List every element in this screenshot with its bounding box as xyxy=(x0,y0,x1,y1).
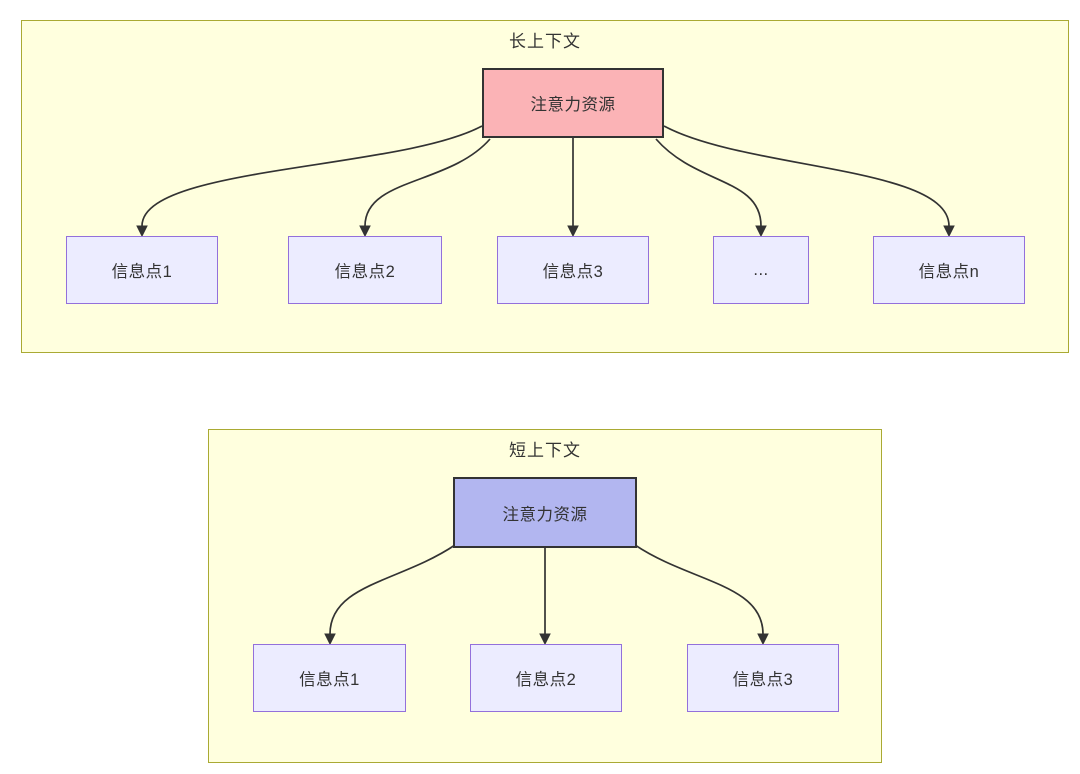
info-node-long-3: 信息点3 xyxy=(497,236,649,304)
attention-node-long: 注意力资源 xyxy=(482,68,664,138)
info-node-long-2: 信息点2 xyxy=(288,236,442,304)
short-context-title: 短上下文 xyxy=(509,441,581,460)
info-node-short-1: 信息点1 xyxy=(253,644,406,712)
info-node-short-3: 信息点3 xyxy=(687,644,839,712)
info-node-long-n: 信息点n xyxy=(873,236,1025,304)
attention-node-short: 注意力资源 xyxy=(453,477,637,548)
long-context-title: 长上下文 xyxy=(509,32,581,51)
info-node-long-ellipsis: ... xyxy=(713,236,809,304)
info-node-long-1: 信息点1 xyxy=(66,236,218,304)
info-node-short-2: 信息点2 xyxy=(470,644,622,712)
